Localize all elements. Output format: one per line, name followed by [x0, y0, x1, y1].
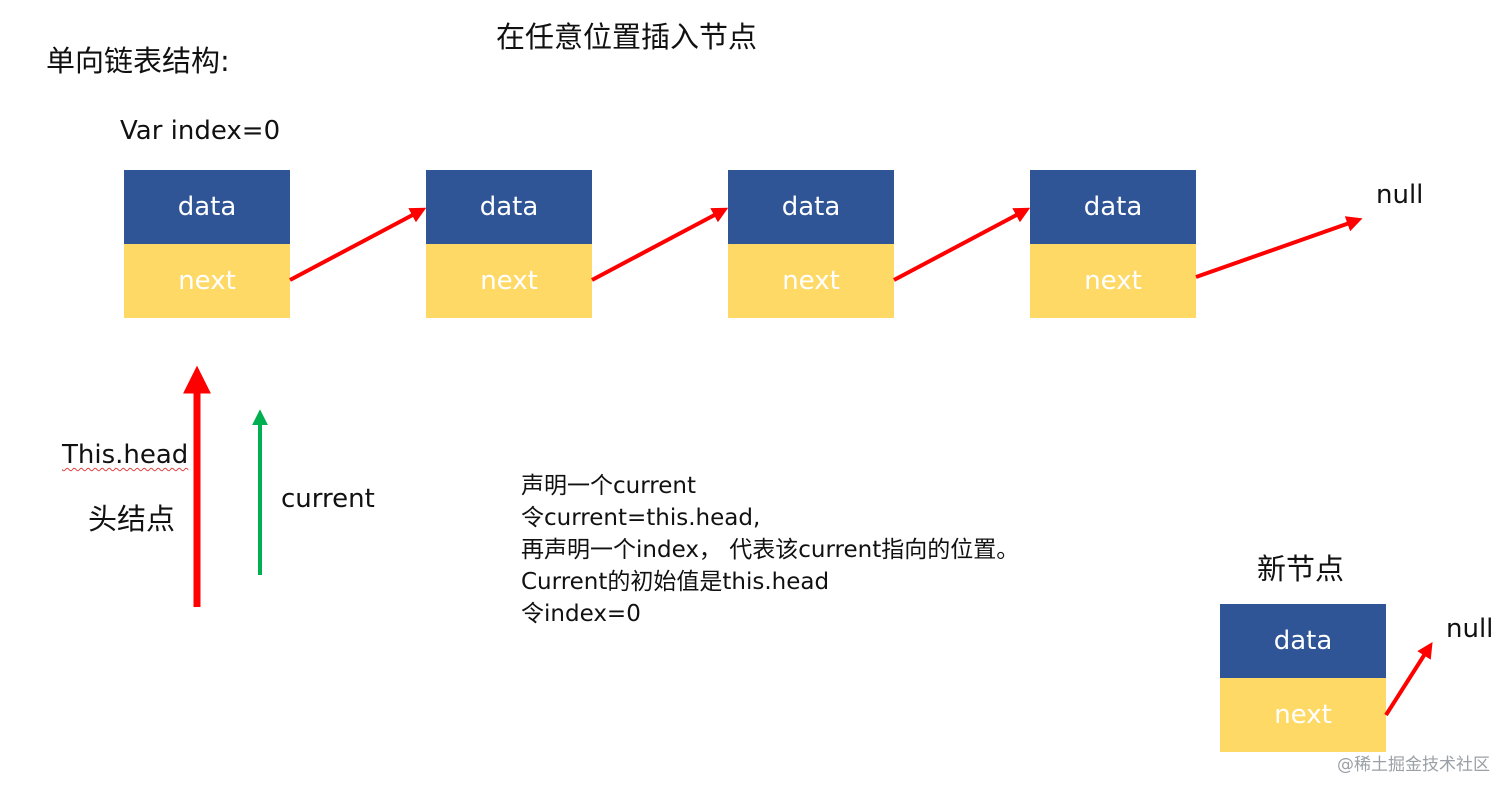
page-title: 在任意位置插入节点 [496, 20, 758, 54]
link-arrow-2-3 [591, 207, 729, 282]
list-node-4: data next [1030, 170, 1196, 318]
link-arrow-3-4 [893, 207, 1031, 282]
description-line: 声明一个current [521, 473, 696, 499]
watermark: @稀土掘金技术社区 [1337, 755, 1490, 775]
node-data-cell: data [1220, 604, 1386, 678]
node-next-cell: next [1220, 678, 1386, 752]
current-pointer-label: current [281, 484, 375, 514]
description-line: 再声明一个index， 代表该current指向的位置。 [521, 537, 1020, 563]
link-arrow-1-2 [289, 207, 427, 282]
description-line: Current的初始值是this.head [521, 569, 830, 595]
link-arrow-4-null [1195, 216, 1363, 279]
diagram-subtitle: 单向链表结构: [46, 44, 230, 78]
node-data-cell: data [728, 170, 894, 244]
node-next-cell: next [1030, 244, 1196, 318]
list-null-label: null [1376, 180, 1424, 210]
node-data-cell: data [426, 170, 592, 244]
description-line: 令index=0 [521, 601, 641, 627]
head-node-label: 头结点 [88, 502, 176, 536]
node-data-cell: data [1030, 170, 1196, 244]
new-node-label: 新节点 [1257, 552, 1345, 586]
new-node: data next [1220, 604, 1386, 752]
head-pointer-label: This.head [62, 440, 189, 470]
node-next-cell: next [124, 244, 290, 318]
new-node-null-label: null [1446, 614, 1494, 644]
description-line: 令current=this.head, [521, 505, 761, 531]
node-next-cell: next [426, 244, 592, 318]
list-node-1: data next [124, 170, 290, 318]
description-block: 声明一个current 令current=this.head, 再声明一个ind… [521, 470, 1019, 630]
list-node-2: data next [426, 170, 592, 318]
node-data-cell: data [124, 170, 290, 244]
new-node-null-arrow [1384, 641, 1433, 717]
index-label: Var index=0 [120, 116, 281, 146]
node-next-cell: next [728, 244, 894, 318]
list-node-3: data next [728, 170, 894, 318]
